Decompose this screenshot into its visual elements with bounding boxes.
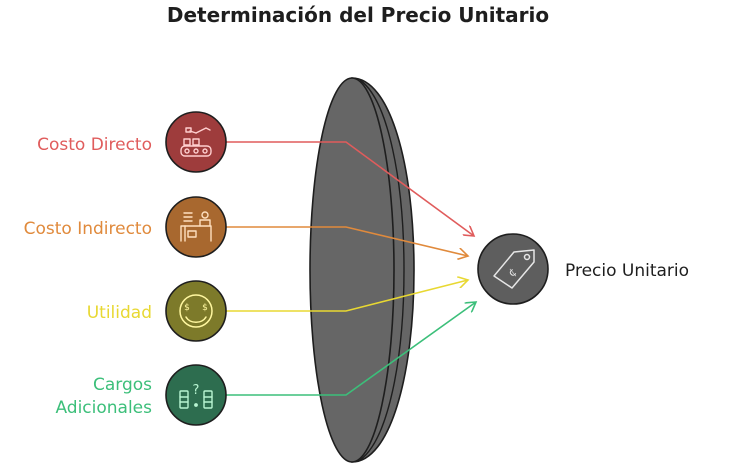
connector-costo-directo xyxy=(226,141,474,236)
connector-utilidad xyxy=(226,280,468,312)
factory-conveyor-icon xyxy=(180,127,212,157)
output-node-circle xyxy=(477,233,549,305)
input-label-costo-directo: Costo Directo xyxy=(37,135,152,155)
input-node-circle xyxy=(165,196,227,258)
svg-text:?: ? xyxy=(193,383,200,398)
connector-cargos-adicionales xyxy=(226,302,476,396)
lens-disc xyxy=(309,77,415,463)
input-node-circle xyxy=(165,364,227,426)
input-label-cargos-line1: Cargos xyxy=(93,375,152,395)
input-node-circle xyxy=(165,280,227,342)
input-costo-indirecto: Costo Indirecto xyxy=(24,196,227,258)
input-cargos-adicionales: ? Cargos Adicionales xyxy=(55,364,227,426)
extra-items-question-icon: ? xyxy=(179,383,213,409)
connector-costo-indirecto xyxy=(226,226,468,256)
office-desk-icon xyxy=(180,211,212,242)
input-label-utilidad: Utilidad xyxy=(87,303,152,323)
money-eyes-smiley-icon: $ $ xyxy=(179,294,213,328)
input-label-cargos-line2: Adicionales xyxy=(55,398,152,418)
input-utilidad: $ $ Utilidad xyxy=(87,280,227,342)
diagram-title: Determinación del Precio Unitario xyxy=(167,3,549,27)
input-costo-directo: Costo Directo xyxy=(37,111,227,173)
svg-text:$: $ xyxy=(202,303,208,313)
output-label-precio-unitario: Precio Unitario xyxy=(565,261,689,281)
input-label-costo-indirecto: Costo Indirecto xyxy=(24,219,152,239)
output-precio-unitario: ¢ Precio Unitario xyxy=(477,233,689,305)
input-node-circle xyxy=(165,111,227,173)
svg-text:$: $ xyxy=(184,303,190,313)
